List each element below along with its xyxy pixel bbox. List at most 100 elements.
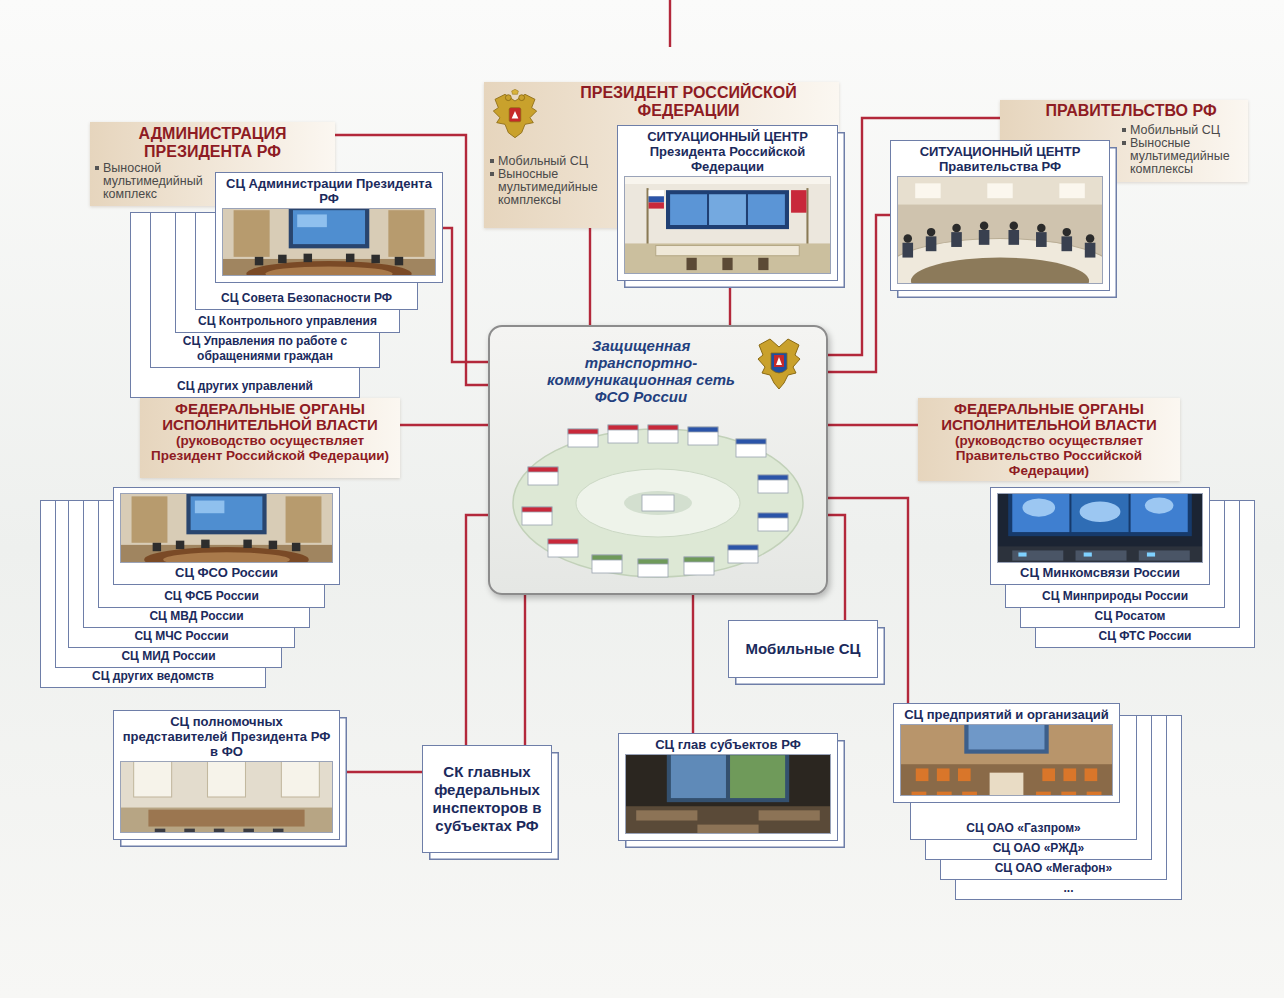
bullet-item: Выносные мультимедийные комплексы	[1122, 137, 1242, 176]
box-label: СЦ Управления по работе с обращениями гр…	[157, 334, 373, 364]
center-card: СЦ полномочных представителей Президента…	[113, 710, 340, 840]
photo	[624, 176, 831, 274]
box-label: СЦ ОАО «Газпром»	[917, 821, 1130, 836]
connector	[589, 228, 591, 325]
photo-image	[625, 177, 830, 273]
subtitle: (руководство осуществляет Президент Росс…	[146, 433, 394, 463]
photo-image	[223, 209, 435, 275]
text-body: Выносной мультимедийный комплекс	[95, 162, 209, 201]
bullet-text: Мобильный СЦ	[1130, 124, 1220, 137]
box-label: ФЕДЕРАЛЬНЫЕ ОРГАНЫ ИСПОЛНИТЕЛЬНОЙ ВЛАСТИ	[918, 398, 1180, 433]
box-label: ПРАВИТЕЛЬСТВО РФ	[1000, 100, 1248, 120]
box-label: СЦ Минкомсвязи России	[997, 565, 1203, 580]
group-panel: ФЕДЕРАЛЬНЫЕ ОРГАНЫ ИСПОЛНИТЕЛЬНОЙ ВЛАСТИ…	[140, 398, 400, 478]
photo	[897, 176, 1103, 284]
connector	[340, 515, 488, 772]
photo-image	[898, 177, 1102, 283]
box-label: СЦ Администрации Президента РФ	[222, 176, 436, 206]
connector	[400, 424, 488, 426]
process-box: СК главных федеральных инспекторов в суб…	[422, 745, 552, 853]
connector	[828, 515, 845, 620]
photo	[222, 208, 436, 276]
photo-image	[901, 725, 1112, 795]
photo	[625, 754, 831, 834]
box-label: СЦ ФТС России	[1042, 629, 1248, 644]
bullet-mark	[490, 159, 494, 163]
photo-image	[121, 494, 332, 562]
photo-image	[625, 177, 830, 273]
connector	[692, 595, 694, 733]
state-emblem	[493, 89, 536, 137]
photo-image	[121, 762, 332, 832]
process-box: Мобильные СЦ	[728, 620, 878, 678]
center-card: СЦ глав субъектов РФ	[618, 733, 838, 841]
network-hub: Защищенная транспортно-коммуникационная …	[488, 325, 828, 595]
photo-image	[626, 755, 830, 833]
box-label: СЦ МИД России	[62, 649, 275, 664]
photo-image	[626, 755, 830, 833]
box-label: СК главных федеральных инспекторов в суб…	[429, 763, 545, 835]
box-label: СЦ ФСО России	[120, 565, 333, 580]
box-label: СИТУАЦИОННЫЙ ЦЕНТР Правительства РФ	[897, 144, 1103, 174]
text-body: Мобильный СЦВыносные мультимедийные комп…	[490, 155, 614, 207]
box-label: СЦ МВД России	[90, 609, 303, 624]
bullet-item: Мобильный СЦ	[490, 155, 614, 168]
box-label: ФЕДЕРАЛЬНЫЕ ОРГАНЫ ИСПОЛНИТЕЛЬНОЙ ВЛАСТИ	[140, 398, 400, 433]
text-body: Мобильный СЦВыносные мультимедийные комп…	[1122, 124, 1242, 176]
box-label: СЦ ФСБ России	[105, 589, 318, 604]
photo-image	[121, 494, 332, 562]
box-label: СЦ полномочных представителей Президента…	[120, 714, 333, 759]
photo-image	[898, 177, 1102, 283]
connector	[828, 424, 918, 426]
center-card: СИТУАЦИОННЫЙ ЦЕНТР Президента Российской…	[617, 125, 838, 281]
bullet-item: Мобильный СЦ	[1122, 124, 1242, 137]
photo	[120, 493, 333, 563]
bullet-text: Выносной мультимедийный комплекс	[103, 162, 209, 201]
group-panel: ФЕДЕРАЛЬНЫЕ ОРГАНЫ ИСПОЛНИТЕЛЬНОЙ ВЛАСТИ…	[918, 398, 1180, 481]
center-card: СИТУАЦИОННЫЙ ЦЕНТР Правительства РФ	[890, 140, 1110, 291]
box-label: ...	[962, 881, 1175, 896]
connector	[443, 228, 488, 362]
center-card: СЦ Администрации Президента РФ	[215, 172, 443, 283]
box-label: СЦ Совета Безопасности РФ	[202, 291, 411, 306]
bullet-mark	[490, 172, 494, 176]
bullet-mark	[1122, 128, 1126, 132]
bullet-item: Выносной мультимедийный комплекс	[95, 162, 209, 201]
bullet-text: Выносные мультимедийные комплексы	[1130, 137, 1242, 176]
photo	[997, 493, 1203, 563]
box-label: Мобильные СЦ	[735, 640, 871, 658]
feed-line	[669, 0, 671, 47]
photo	[120, 761, 333, 833]
photo-image	[998, 494, 1202, 562]
bullet-text: Мобильный СЦ	[498, 155, 588, 168]
photo	[900, 724, 1113, 796]
center-card: СЦ предприятий и организаций	[893, 703, 1120, 803]
box-label: СЦ Контрольного управления	[182, 314, 393, 329]
center-card: СЦ Минкомсвязи России	[990, 487, 1210, 585]
text-body: (руководство осуществляет Президент Росс…	[140, 433, 400, 466]
box-label: СЦ ОАО «Мегафон»	[947, 861, 1160, 876]
box-label: СЦ предприятий и организаций	[900, 707, 1113, 722]
photo-image	[121, 762, 332, 832]
state-emblem	[490, 88, 540, 144]
photo-image	[223, 209, 435, 275]
connector	[524, 595, 526, 745]
photo-image	[998, 494, 1202, 562]
text-body: (руководство осуществляет Правительство …	[918, 433, 1180, 481]
center-card: СЦ ФСО России	[113, 487, 340, 585]
bullet-mark	[95, 166, 99, 170]
bullet-text: Выносные мультимедийные комплексы	[498, 168, 614, 207]
box-label: ПРЕЗИДЕНТ РОССИЙСКОЙ ФЕДЕРАЦИИ	[484, 82, 839, 120]
box-label: СЦ МЧС России	[75, 629, 288, 644]
network-illustration	[508, 419, 808, 583]
photo-image	[901, 725, 1112, 795]
box-label: СЦ глав субъектов РФ	[625, 737, 831, 752]
bullet-mark	[1122, 141, 1126, 145]
box-label: СЦ других управлений	[137, 379, 353, 394]
service-emblem	[758, 339, 800, 389]
box-label: СЦ Росатом	[1027, 609, 1233, 624]
box-label: СЦ Минприроды России	[1012, 589, 1218, 604]
service-emblem	[756, 335, 802, 391]
